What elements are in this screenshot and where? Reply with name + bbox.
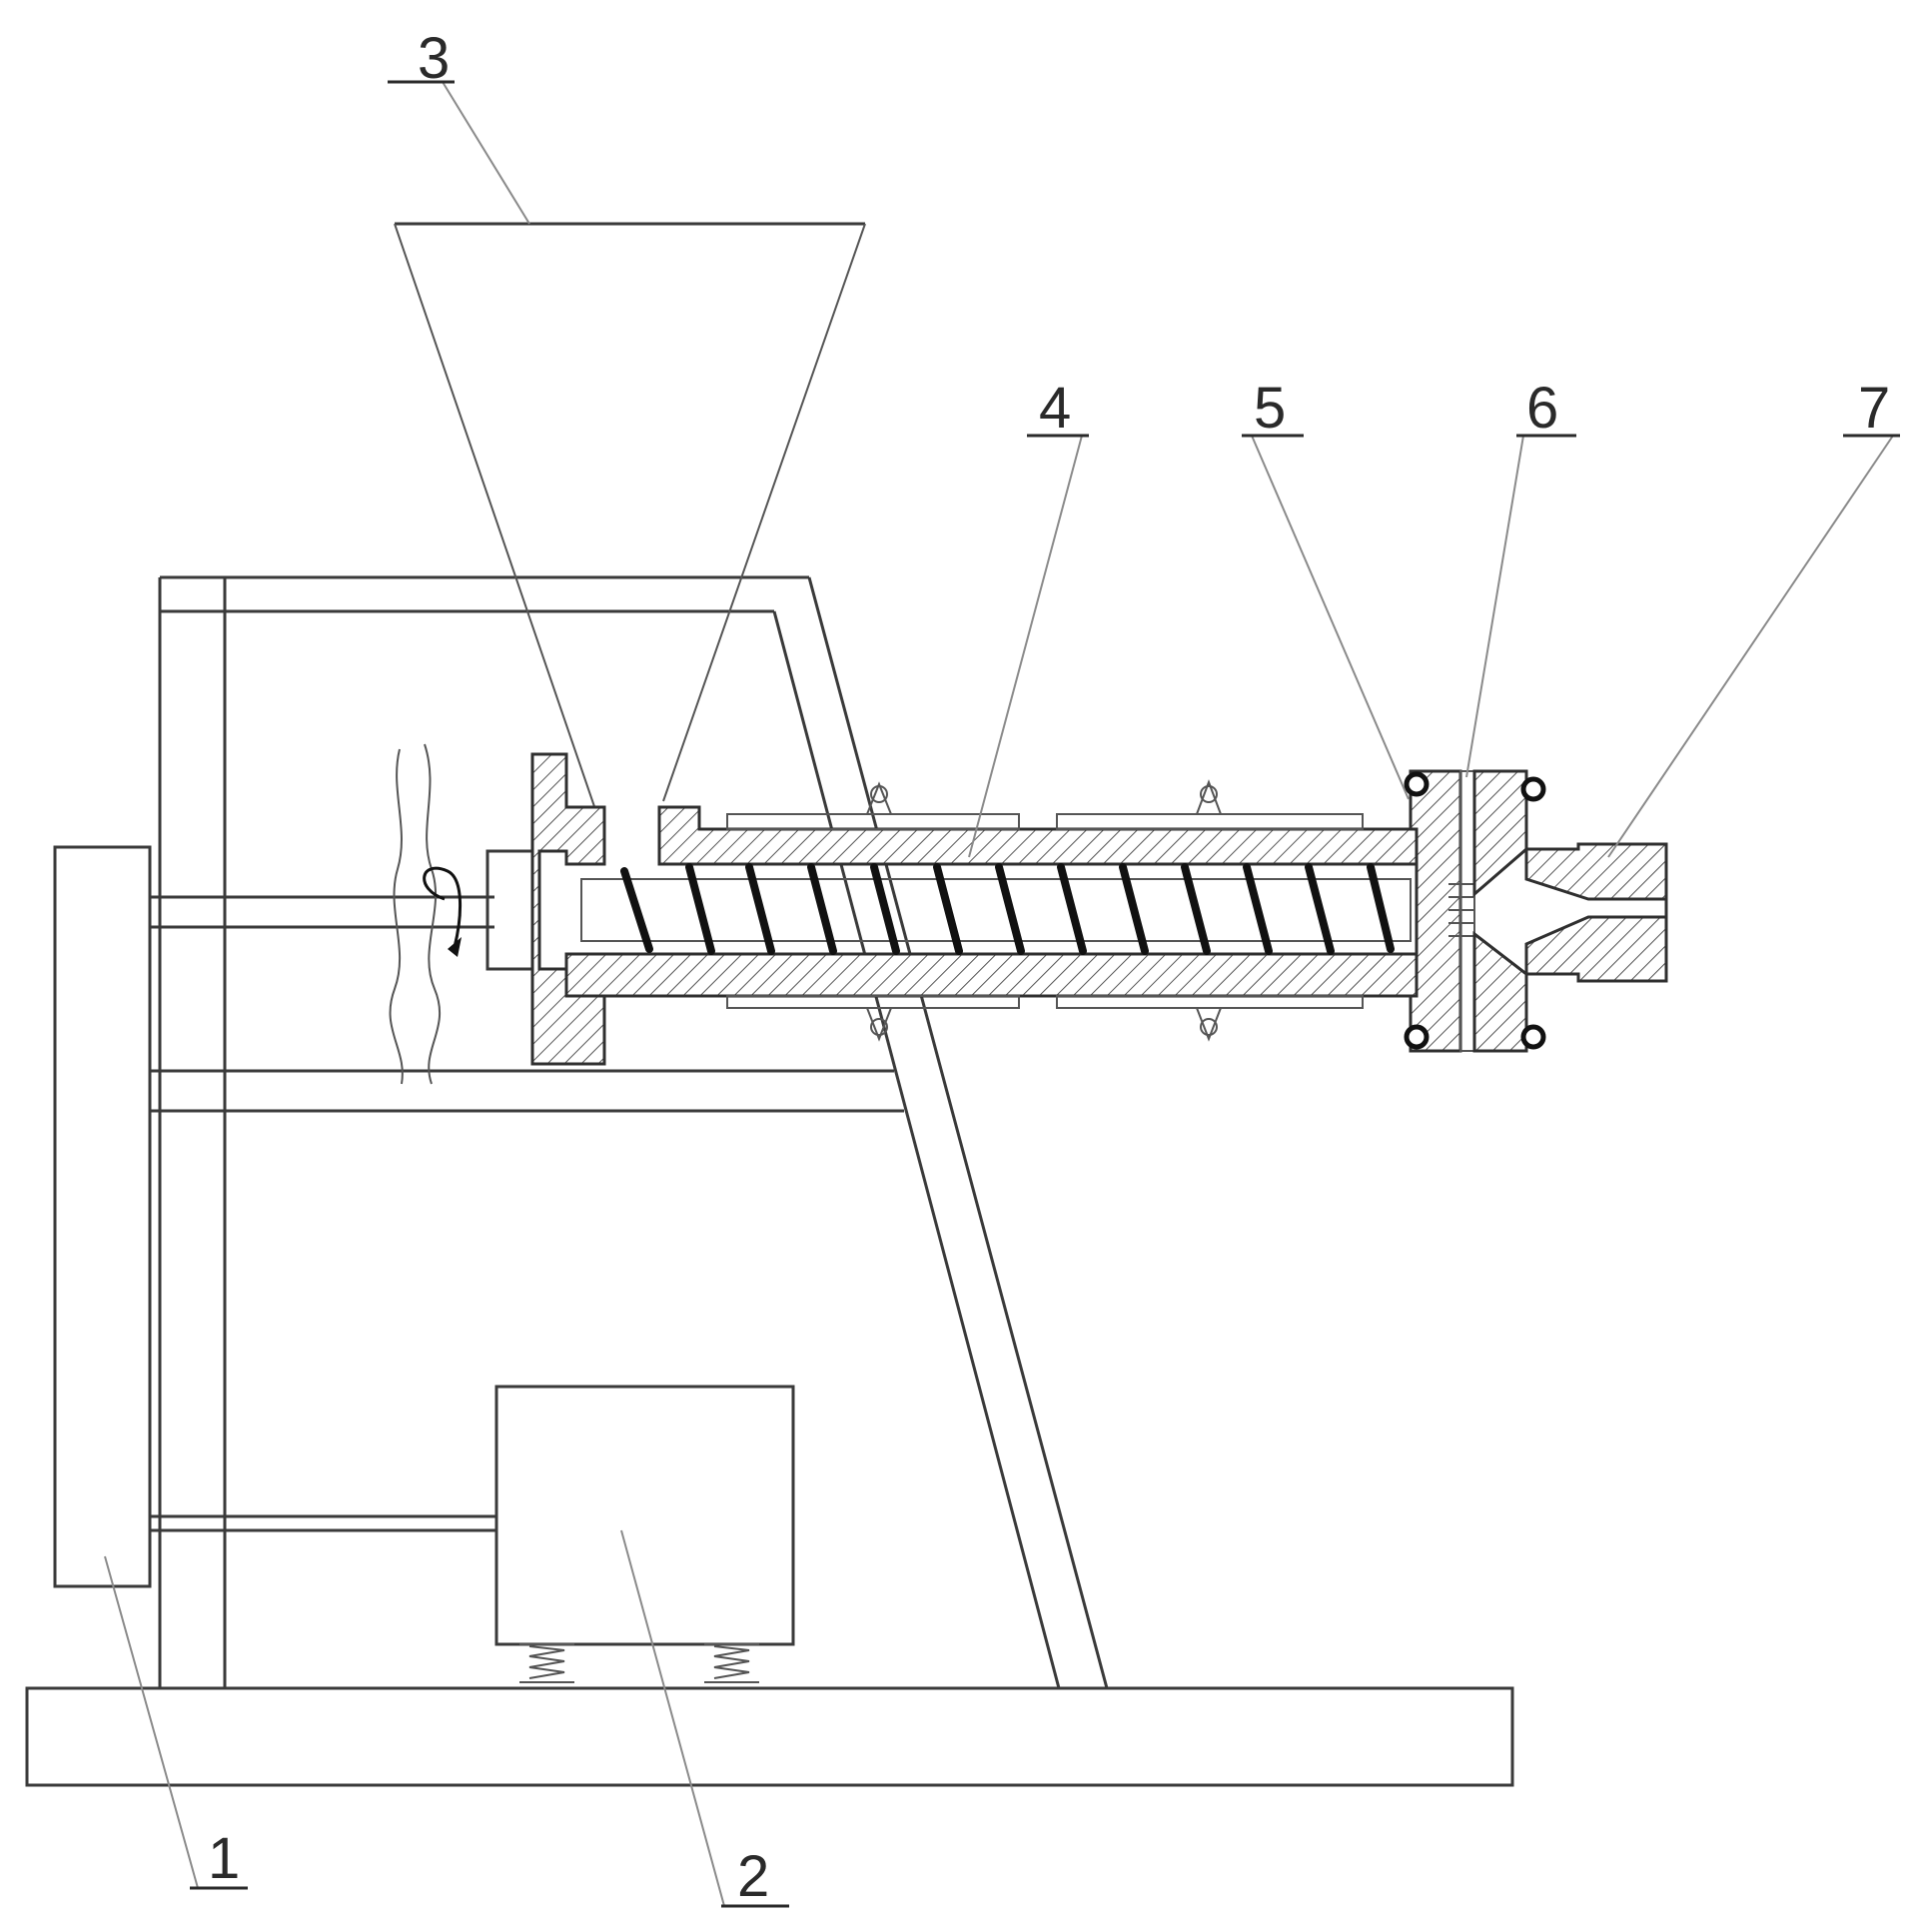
svg-text:4: 4: [1039, 376, 1071, 441]
leader-line-5: [1251, 435, 1410, 800]
motor-box: [494, 1385, 795, 1646]
flange-bolt-bottom-right: [1520, 1024, 1546, 1050]
svg-text:3: 3: [418, 26, 450, 91]
callout-5: 5: [1242, 376, 1304, 441]
svg-text:7: 7: [1858, 376, 1890, 441]
screw-flights: [620, 863, 1395, 955]
heater-band-bottom-1: [726, 995, 1020, 1009]
callout-3: 3: [388, 26, 455, 91]
flange-bolt-top-left: [1404, 771, 1430, 797]
heater-band-bottom-2: [1056, 995, 1364, 1009]
leader-line-1: [104, 1555, 199, 1889]
svg-text:6: 6: [1526, 376, 1558, 441]
rotation-arrowhead-icon: [448, 937, 462, 957]
callout-6: 6: [1516, 376, 1576, 441]
heater-terminal-top-2: [1196, 779, 1222, 815]
breaker-plate-holes: [1448, 883, 1474, 937]
die-flange: [1472, 769, 1528, 1053]
vertical-mounting-plate: [53, 845, 152, 1588]
heater-terminal-bottom-2: [1196, 1007, 1222, 1042]
svg-text:5: 5: [1254, 376, 1286, 441]
feed-hopper: [394, 222, 866, 822]
callout-4: 4: [1027, 376, 1089, 441]
heater-band-top-2: [1056, 813, 1364, 830]
inclined-support-inner: [772, 610, 1061, 1689]
flange-bolt-bottom-left: [1404, 1024, 1430, 1050]
heater-terminal-bottom-1: [866, 1007, 892, 1042]
motor-spring-left: [519, 1643, 574, 1683]
rotation-arrow-icon: [423, 866, 462, 948]
leader-line-2: [620, 1529, 725, 1907]
extrusion-die: [1524, 842, 1668, 983]
flange-bolt-top-right: [1520, 776, 1546, 802]
callout-7: 7: [1843, 376, 1900, 441]
motor-spring-right: [704, 1643, 759, 1683]
inclined-support-outer: [807, 576, 1109, 1689]
break-line-left: [389, 748, 404, 1085]
screw-core: [580, 878, 1412, 942]
leader-line-3: [442, 81, 530, 225]
callout-1: 1: [190, 1826, 248, 1891]
barrel-lower-wall: [564, 952, 1419, 998]
svg-text:2: 2: [737, 1844, 769, 1909]
barrel-upper-wall: [657, 805, 1419, 866]
callout-2: 2: [721, 1844, 789, 1909]
leader-line-4: [968, 435, 1083, 858]
rear-flange-housing: [530, 752, 606, 1066]
base-plate: [25, 1686, 1514, 1787]
heater-band-top-1: [726, 813, 1020, 830]
svg-text:1: 1: [208, 1826, 240, 1891]
leader-line-6: [1465, 435, 1524, 778]
break-line-left-2: [424, 743, 441, 1085]
heater-terminal-top-1: [866, 781, 892, 815]
leader-line-7: [1607, 435, 1894, 858]
